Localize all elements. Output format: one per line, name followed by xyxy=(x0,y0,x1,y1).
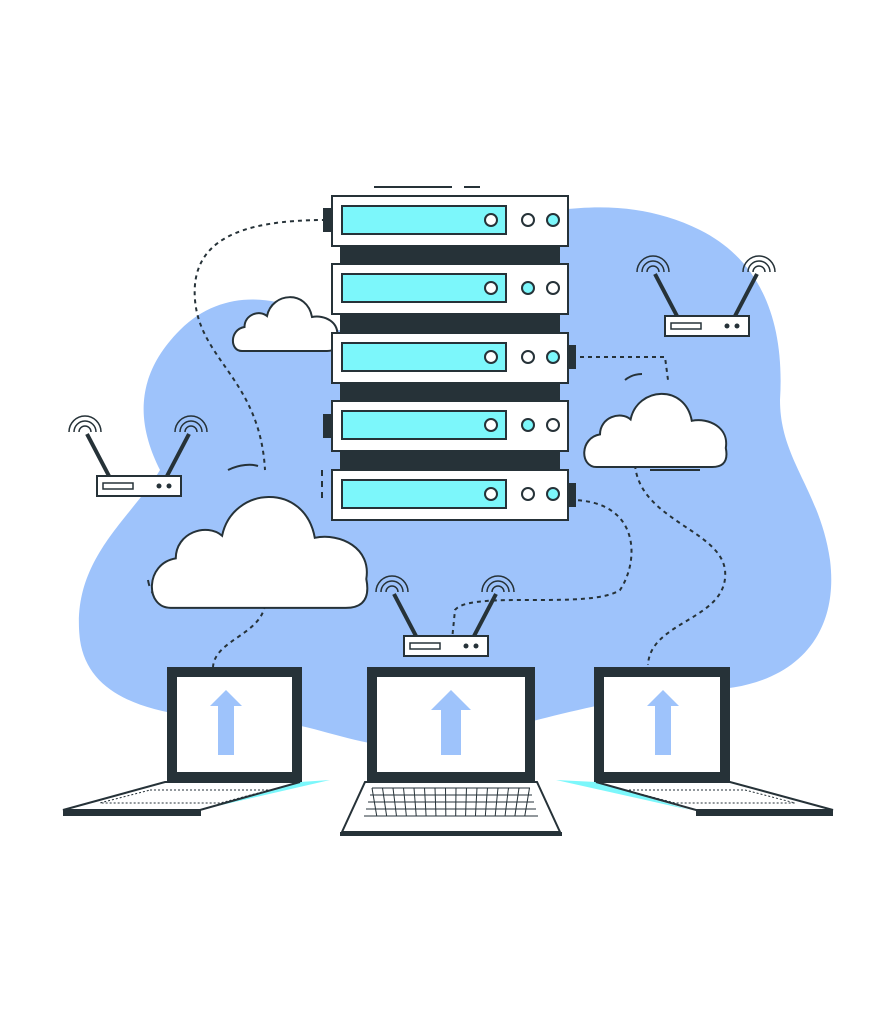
indicator-light xyxy=(484,487,498,501)
indicator-light xyxy=(521,487,535,501)
wifi-signal-icon xyxy=(636,255,670,273)
wifi-signal-icon xyxy=(174,415,208,433)
server-display xyxy=(341,479,507,509)
indicator-light xyxy=(484,418,498,432)
laptop-icon xyxy=(340,667,562,836)
upload-arrow-icon xyxy=(647,690,679,755)
laptop-icon xyxy=(556,667,834,816)
indicator-light xyxy=(521,350,535,364)
wifi-signal-icon xyxy=(486,580,510,593)
laptop-keyboard xyxy=(340,781,562,833)
server-unit xyxy=(331,332,569,384)
wifi-signal-icon xyxy=(380,580,404,593)
server-rack-icon xyxy=(323,195,576,521)
rack-spacer xyxy=(340,246,560,264)
wifi-router-icon xyxy=(636,255,776,337)
wifi-signal-icon xyxy=(73,420,97,433)
upload-arrow-icon xyxy=(431,690,471,755)
wifi-signal-icon xyxy=(747,260,771,273)
wifi-signal-icon xyxy=(641,260,665,273)
indicator-light xyxy=(484,281,498,295)
wifi-signal-icon xyxy=(385,585,399,593)
wifi-signal-icon xyxy=(491,585,505,593)
wifi-router-icon xyxy=(68,415,208,497)
indicator-light xyxy=(484,213,498,227)
wifi-signal-icon xyxy=(752,265,766,273)
server-display xyxy=(341,273,507,303)
wifi-signal-icon xyxy=(742,255,776,273)
indicator-light xyxy=(546,213,560,227)
clouds xyxy=(150,296,728,609)
cloud-icon xyxy=(150,495,369,609)
indicator-light xyxy=(484,350,498,364)
rack-spacer xyxy=(340,383,560,401)
indicator-light xyxy=(546,487,560,501)
server-display xyxy=(341,342,507,372)
rack-spacer xyxy=(340,314,560,332)
rack-spacer xyxy=(340,451,560,469)
cloud-icon xyxy=(583,393,728,469)
server-unit xyxy=(331,195,569,247)
routers xyxy=(68,255,776,657)
wifi-signal-icon xyxy=(68,415,102,433)
indicator-light xyxy=(546,281,560,295)
server-unit xyxy=(331,400,569,452)
laptop-icon xyxy=(62,667,330,816)
wifi-signal-icon xyxy=(646,265,660,273)
server-display xyxy=(341,205,507,235)
wifi-signal-icon xyxy=(375,575,409,593)
wifi-signal-icon xyxy=(184,425,198,433)
upload-arrow-icon xyxy=(210,690,242,755)
indicator-light xyxy=(546,418,560,432)
wifi-signal-icon xyxy=(78,425,92,433)
laptop-keyboard xyxy=(62,781,301,811)
wifi-router-icon xyxy=(375,575,515,657)
indicator-light xyxy=(521,213,535,227)
server-unit xyxy=(331,263,569,315)
indicator-light xyxy=(521,418,535,432)
indicator-light xyxy=(546,350,560,364)
server-display xyxy=(341,410,507,440)
server-unit xyxy=(331,469,569,521)
laptops xyxy=(62,667,834,836)
indicator-light xyxy=(521,281,535,295)
wifi-signal-icon xyxy=(179,420,203,433)
wifi-signal-icon xyxy=(481,575,515,593)
